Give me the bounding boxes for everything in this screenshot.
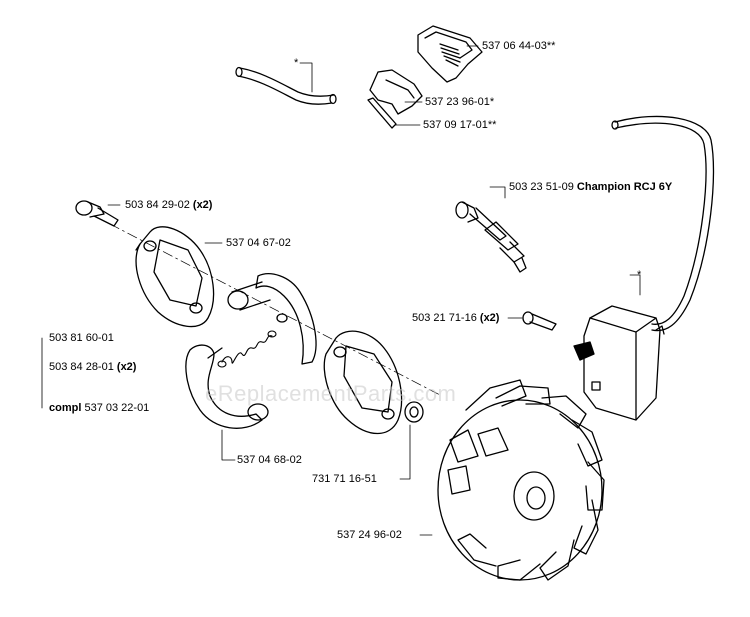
assembly-axis [109,223,441,396]
label-537-24-96-02: 537 24 96-02 [337,529,402,541]
leader-lines [41,45,641,536]
label-503-23-51-09: 503 23 51-09 [509,181,574,193]
qty-x2-c: (x2) [116,361,137,373]
label-spark-plug: 503 23 51-09 Champion RCJ 6Y [509,181,672,194]
ignition-module [573,305,665,421]
label-503-84-28-01: 503 84 28-01 [49,361,114,373]
clutch-shoe-upper [227,273,317,365]
flywheel [437,379,605,581]
ignition-wire [611,115,715,332]
fuel-tube [235,66,337,105]
ignition-screw [522,311,557,331]
label-503-81-60-01: 503 81 60-01 [49,332,114,344]
label-ignition-screw: 503 21 71-16 (x2) [412,312,499,325]
qty-x2-a: (x2) [192,199,213,211]
label-537-09-17-01: 537 09 17-01** [423,119,497,131]
compl-word: compl [49,402,82,414]
star-label-ignition: * [637,269,642,281]
spark-plug [455,201,527,273]
pin [367,97,397,129]
champion-name: Champion RCJ 6Y [576,181,673,193]
qty-x2-b: (x2) [479,312,500,324]
label-537-03-22-01: 537 03 22-01 [84,402,150,414]
washer [404,401,424,423]
label-731-71-16-51: 731 71 16-51 [312,473,377,485]
label-537-23-96-01: 537 23 96-01* [425,96,495,108]
label-clutch-spring-part: 503 84 28-01 (x2) [49,361,136,374]
label-503-84-29-02: 503 84 29-02 [125,199,190,211]
air-filter-cover [417,25,483,83]
deflector [369,69,423,115]
label-clutch-screw: 503 84 29-02 (x2) [125,199,212,212]
label-complete-clutch: compl 537 03 22-01 [49,402,149,415]
clutch-shoe-lower [185,344,269,429]
cover-plate [323,330,403,434]
clutch-plate [135,226,215,328]
label-537-04-68-02: 537 04 68-02 [237,454,302,466]
label-503-21-71-16: 503 21 71-16 [412,312,477,324]
clutch-screw [75,200,119,227]
watermark: eReplacementParts.com [205,381,457,406]
label-537-06-44-03: 537 06 44-03** [482,40,556,52]
clutch-spring [217,330,277,368]
star-label-tube: * [294,57,299,69]
label-537-04-67-02: 537 04 67-02 [226,237,291,249]
